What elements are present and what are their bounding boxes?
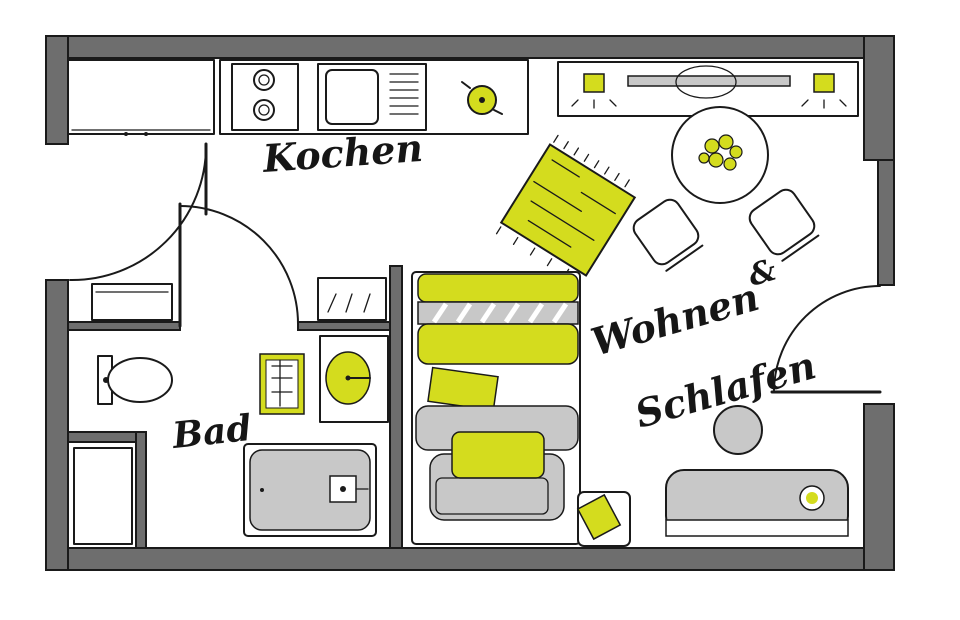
- shelf-icon: [259, 353, 305, 415]
- wall-bath-top-right: [297, 321, 399, 331]
- rug: [495, 134, 637, 277]
- kettle-icon: [461, 81, 503, 115]
- stove: [231, 63, 299, 131]
- room-label-kitchen: Kochen: [260, 125, 424, 181]
- fruit-bowl-icon: [698, 134, 743, 171]
- wall-bath-niche-side: [135, 431, 147, 549]
- bath-door-swing: [179, 205, 299, 325]
- washing-machine: [317, 277, 387, 321]
- wall-left-upper: [45, 35, 69, 145]
- wash-basin-icon: [319, 335, 389, 423]
- bed: [411, 271, 581, 545]
- wall-left-lower: [45, 279, 69, 571]
- heater: [665, 469, 849, 537]
- dining-area: [632, 106, 820, 272]
- bathroom-fixtures: [73, 277, 389, 545]
- toilet-icon: [97, 355, 173, 405]
- wall-bath-top-left: [67, 321, 181, 331]
- kitchen-counter: [67, 59, 529, 136]
- room-label-bathroom: Bad: [170, 407, 254, 457]
- wall-bath-right: [389, 265, 403, 549]
- shower-tray: [243, 443, 377, 537]
- pillow: [451, 431, 545, 479]
- pouf: [713, 405, 763, 455]
- lamp-icon: [571, 73, 617, 109]
- wall-right-lower: [863, 403, 895, 571]
- sideboard: [557, 61, 859, 117]
- nightstand: [576, 491, 631, 547]
- doors: [69, 142, 882, 394]
- counter-cabinet: [67, 59, 215, 135]
- room-label-living-line1: Wohnen: [586, 274, 764, 365]
- walls: [45, 35, 895, 571]
- wall-right-middle: [877, 159, 895, 286]
- burner-icon: [253, 99, 275, 121]
- blanket: [417, 273, 579, 303]
- chair-icon: [748, 188, 820, 262]
- chair-icon: [632, 198, 704, 272]
- entrance-door-swing: [69, 145, 207, 282]
- tv-icon: [627, 75, 791, 87]
- wall-bath-niche: [67, 431, 143, 443]
- balcony-door-swing: [773, 285, 881, 391]
- wall-top: [45, 35, 895, 59]
- storage-cabinet: [73, 447, 133, 545]
- kitchen-sink: [317, 63, 427, 131]
- lamp-icon: [801, 73, 847, 109]
- wall-right-upper: [863, 35, 895, 161]
- wall-bottom: [45, 547, 895, 571]
- burner-icon: [253, 69, 275, 91]
